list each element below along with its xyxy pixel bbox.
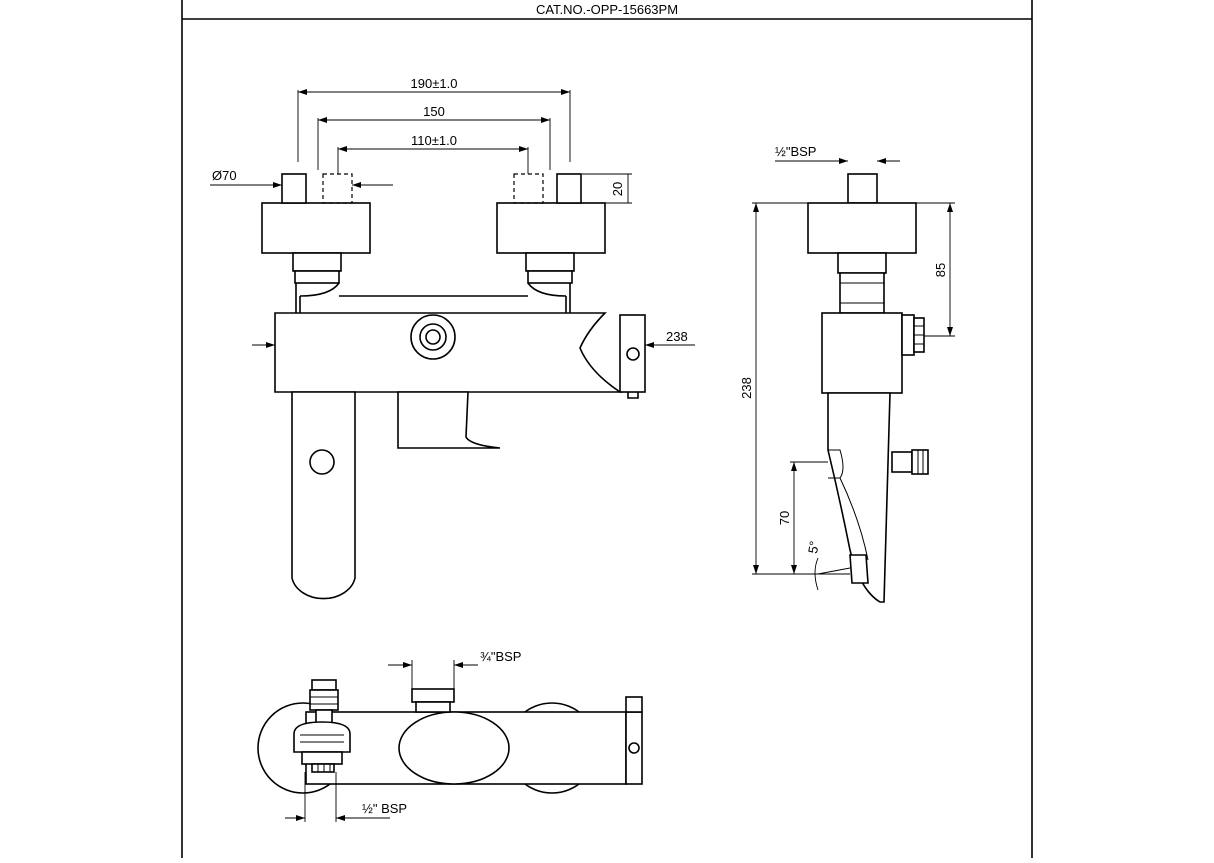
dim-20: 20 bbox=[610, 182, 625, 196]
dim-238-side: 238 bbox=[739, 377, 754, 399]
side-handle-cap bbox=[807, 202, 917, 254]
side-body bbox=[821, 312, 903, 394]
right-handle-cap bbox=[496, 202, 606, 254]
side-lever bbox=[827, 392, 891, 603]
dim-diameter: Ø70 bbox=[212, 168, 237, 183]
dim-angle: 5° bbox=[805, 540, 822, 555]
diverter-knob bbox=[410, 314, 456, 360]
dim-150: 150 bbox=[423, 104, 445, 119]
dim-inlet-bsp-top: ½" BSP bbox=[362, 801, 407, 816]
side-view: ½"BSP 238 85 70 5° bbox=[739, 144, 955, 603]
dim-238-front: 238 bbox=[666, 329, 688, 344]
title-block: CAT.NO.-OPP-15663PM bbox=[181, 0, 1033, 858]
dim-outlet-bsp: ¾"BSP bbox=[480, 649, 521, 664]
top-view: ¾"BSP ½" BSP bbox=[257, 649, 643, 822]
front-view: 190±1.0 150 110±1.0 Ø70 20 238 bbox=[210, 76, 695, 600]
dim-85: 85 bbox=[933, 263, 948, 277]
left-handle-cap bbox=[261, 202, 371, 254]
spout bbox=[397, 391, 501, 449]
top-diverter bbox=[398, 711, 510, 785]
dim-70: 70 bbox=[777, 511, 792, 525]
dim-190: 190±1.0 bbox=[411, 76, 458, 91]
lever-handle bbox=[291, 391, 356, 600]
dim-inlet-bsp: ½"BSP bbox=[775, 144, 816, 159]
dim-110: 110±1.0 bbox=[411, 133, 457, 148]
catalog-number: CAT.NO.-OPP-15663PM bbox=[536, 2, 678, 17]
